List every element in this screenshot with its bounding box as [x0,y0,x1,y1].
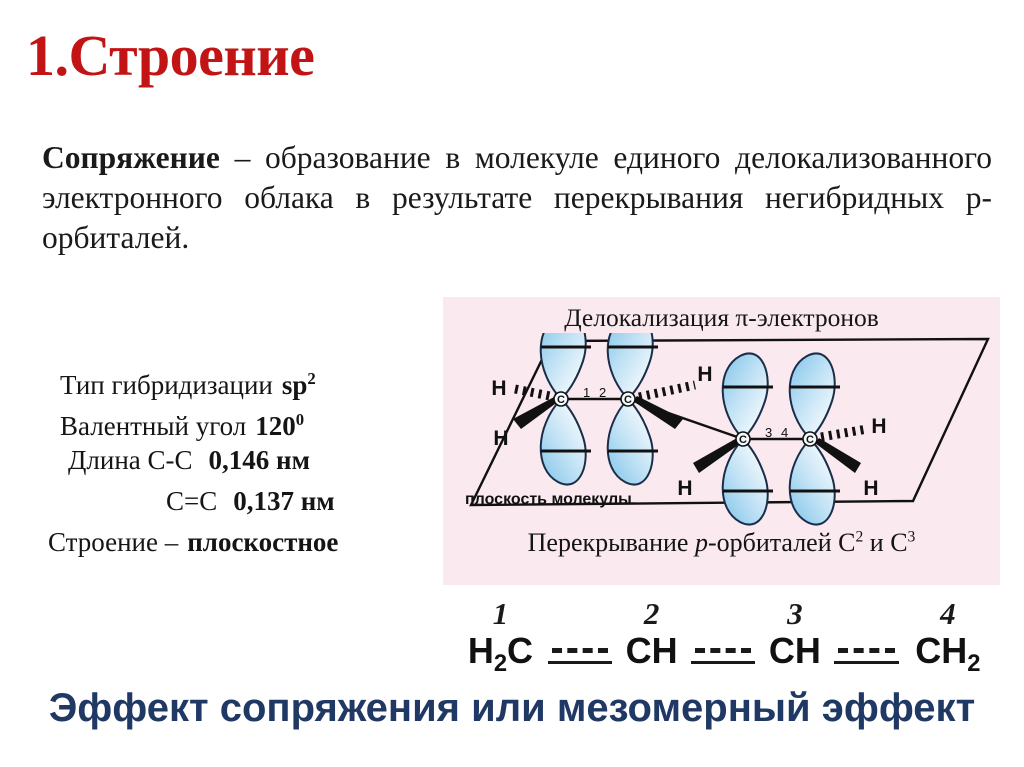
caption-superscript-1: 2 [855,528,864,546]
hydrogen-label-2: H [493,427,508,450]
bond-dashes [695,648,752,653]
hydrogen-label-3: H [697,363,712,386]
property-row-valence-angle: Валентный угол 1200 [48,399,438,441]
bond-solid-line [834,661,899,664]
caption-conjunction: и С [863,528,908,557]
molecular-plane-outline [469,337,990,507]
atom-label-c1: C [557,394,565,406]
property-label: Тип гибридизации [60,370,273,400]
atom-label-c2: C [624,394,632,406]
formula-number-4: 4 [940,596,956,631]
atom-number-2: 2 [599,385,606,400]
hydrogen-label-5: H [871,415,886,438]
atom-number-1: 1 [583,385,590,400]
formula-atom-2: CH [625,629,678,671]
diagram-heading: Делокализация π-электронов [564,303,879,332]
bond-solid-line [547,661,613,664]
property-value: плоскостное [187,527,339,557]
caption-prefix: Перекрывание [527,528,695,557]
formula-number-1: 1 [492,596,509,631]
formula-bond-1 [546,636,614,672]
orbital-overlap-illustration: C C C C 1 2 3 4 H H H H H H [469,333,990,526]
property-label: Длина С-С [68,445,193,475]
property-value: 120 [255,411,296,441]
property-row-structure: Строение – плоскостное [48,522,438,563]
formula-chain-row: H2C CH CH CH2 [455,628,995,680]
property-value: 0,137 нм [233,486,335,516]
structural-formula: 1 2 3 4 H2C CH CH CH2 [455,596,995,686]
formula-atom-4: CH2 [915,629,981,678]
hydrogen-label-1: H [491,377,506,400]
formula-bond-3 [832,636,900,672]
property-row-hybridization: Тип гибридизации sp2 [48,358,438,400]
bond-solid-line [691,661,756,664]
property-value: sp [281,370,308,400]
caption-mid: -орбиталей С [707,528,856,557]
formula-numbers-row: 1 2 3 4 [455,596,995,632]
formula-number-2: 2 [643,596,660,631]
page-title: 1.Строение [26,23,315,88]
property-label: Валентный угол [60,411,247,441]
orbital-diagram-panel: Делокализация π-электронов [443,297,1000,585]
definition-term: Сопряжение [42,140,220,175]
hydrogen-label-6: H [863,477,878,500]
formula-number-3: 3 [787,596,803,631]
definition-body: образование в молекуле единого делокализ… [42,140,992,255]
property-row-cc-single-length: Длина С-С 0,146 нм [48,440,438,481]
property-label: Строение – [48,527,179,557]
property-label: С=С [166,486,218,516]
bottom-banner: Эффект сопряжения или мезомерный эффект [48,686,976,730]
definition-dash: – [219,140,265,175]
bond-dashes [838,648,895,653]
caption-superscript-2: 3 [907,528,916,546]
atom-number-4: 4 [781,425,788,440]
formula-atom-3: CH [768,629,821,671]
property-superscript: 0 [295,410,305,429]
definition-paragraph: Сопряжение – образование в молекуле един… [42,138,992,258]
properties-list: Тип гибридизации sp2 Валентный угол 1200 Д… [48,358,438,563]
formula-atom-1: H2C [467,629,534,678]
plane-label: плоскость молекулы [465,491,632,508]
property-row-cc-double-length: С=С 0,137 нм [48,481,438,522]
atom-number-3: 3 [765,425,772,440]
bond-dashes [551,648,609,653]
caption-orbital-letter: p [694,528,708,557]
atom-label-c3: C [739,434,747,446]
atom-label-c4: C [806,434,814,446]
property-value: 0,146 нм [208,445,310,475]
hydrogen-label-4: H [677,477,692,500]
diagram-caption: Перекрывание p-орбиталей С2 и С3 [443,528,1000,558]
property-superscript: 2 [307,369,316,388]
formula-bond-2 [689,636,757,672]
